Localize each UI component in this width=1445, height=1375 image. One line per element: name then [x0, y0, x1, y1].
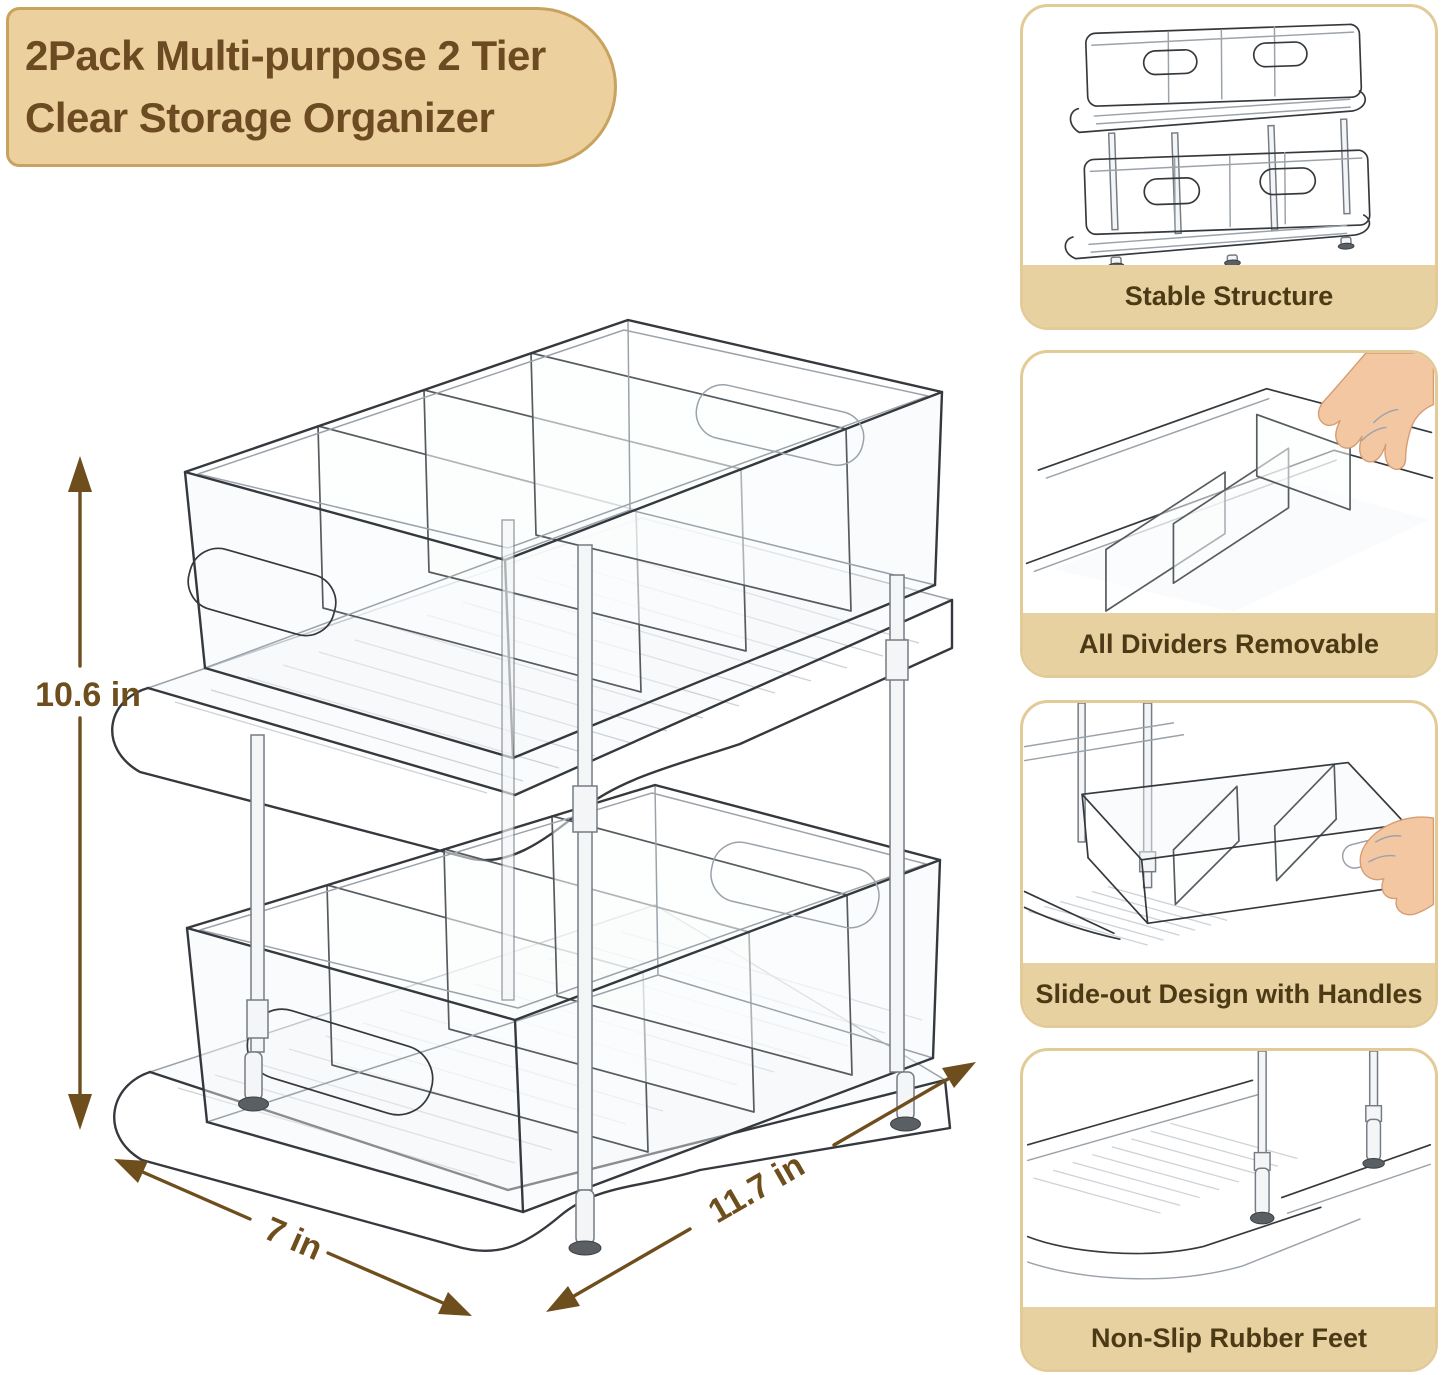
back-post: [501, 519, 515, 1001]
feature-card-rubber-feet: Non-Slip Rubber Feet: [1020, 1048, 1438, 1372]
rubber-feet-illustration: [1026, 1051, 1432, 1280]
feature-caption: Stable Structure: [1023, 265, 1435, 327]
feature-caption: All Dividers Removable: [1023, 613, 1435, 675]
non-slip-foot: [568, 1189, 602, 1256]
slide-out-illustration: [1023, 703, 1435, 946]
product-title-line1: 2Pack Multi-purpose 2 Tier: [25, 32, 546, 79]
dividers-removable-illustration: [1025, 353, 1435, 613]
top-bin-handle-cutout: [187, 547, 337, 637]
height-dimension-label: 10.6 in: [35, 676, 141, 714]
feature-card-stable-structure: Stable Structure: [1020, 4, 1438, 330]
top-bin: [183, 318, 944, 760]
width-dimension-label: 11.7 in: [702, 1146, 811, 1231]
product-title-badge: 2Pack Multi-purpose 2 Tier Clear Storage…: [6, 7, 617, 167]
bottom-bin-back-handle-cutout: [710, 841, 880, 929]
feature-card-slide-out: Slide-out Design with Handles: [1020, 700, 1438, 1028]
stable-structure-illustration: [1064, 23, 1371, 265]
middle-tray-lip: [111, 598, 954, 862]
product-title-line2: Clear Storage Organizer: [25, 94, 495, 141]
top-bin-back-handle-cutout: [695, 384, 865, 466]
height-dimension-arrow: 10.6 in: [35, 456, 141, 1130]
product-dimension-diagram: 10.6 in 7 in 11.7 in: [35, 318, 976, 1316]
feature-caption: Non-Slip Rubber Feet: [1023, 1307, 1435, 1369]
non-slip-foot: [238, 1051, 269, 1112]
depth-dimension-label: 7 in: [259, 1210, 328, 1268]
support-posts: [238, 519, 921, 1256]
bottom-tray-lip: [113, 1070, 952, 1253]
feature-card-dividers-removable: All Dividers Removable: [1020, 350, 1438, 678]
right-post-sleeve: [885, 639, 909, 681]
feature-caption: Slide-out Design with Handles: [1023, 963, 1435, 1025]
front-post-sleeve: [572, 785, 598, 833]
bottom-bin: [185, 783, 942, 1214]
right-post: [889, 574, 905, 1073]
front-post: [577, 544, 593, 1191]
left-post-sleeve: [246, 999, 269, 1039]
